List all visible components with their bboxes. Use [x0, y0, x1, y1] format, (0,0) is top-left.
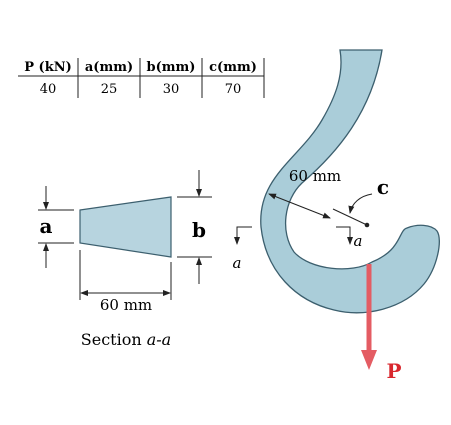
- dim-b-label: b: [192, 218, 206, 242]
- radius-line: [332, 208, 368, 226]
- table-header-b: b(mm): [147, 60, 196, 75]
- table-value-c: 70: [225, 82, 242, 97]
- crane-hook: 60 mm c a a P: [233, 49, 440, 383]
- table-header-a: a(mm): [85, 60, 133, 75]
- section-caption-prefix: Section: [81, 330, 147, 349]
- c-label: c: [377, 175, 389, 199]
- table-header-p: P (kN): [24, 60, 72, 75]
- cut-label-left: a: [233, 254, 242, 272]
- section-caption-var: a-a: [147, 330, 171, 349]
- section-caption: Section a-a: [81, 330, 171, 349]
- cut-mark-left: [234, 226, 252, 245]
- cut-label-right: a: [354, 232, 363, 250]
- table-value-a: 25: [101, 82, 118, 97]
- curvature-center-dot: [364, 222, 370, 228]
- c-leader-arrow: [348, 193, 373, 214]
- trapezoid-cross-section: [79, 196, 172, 258]
- table-value-b: 30: [163, 82, 180, 97]
- dim-width-label: 60 mm: [100, 296, 152, 314]
- cut-mark-right: [336, 226, 353, 245]
- data-table: P (kN) a(mm) b(mm) c(mm) 40 25 30 70: [18, 58, 265, 98]
- table-value-p: 40: [40, 82, 57, 97]
- section-a-a: a b 60 mm Section a-a: [38, 170, 212, 349]
- table-header-c: c(mm): [209, 60, 257, 75]
- hook-width-dimension: [268, 193, 331, 219]
- hook-width-label: 60 mm: [289, 167, 341, 185]
- dim-a-label: a: [40, 214, 53, 238]
- load-arrow-head: [361, 350, 377, 370]
- load-label: P: [386, 359, 401, 383]
- hook-body: [260, 49, 440, 314]
